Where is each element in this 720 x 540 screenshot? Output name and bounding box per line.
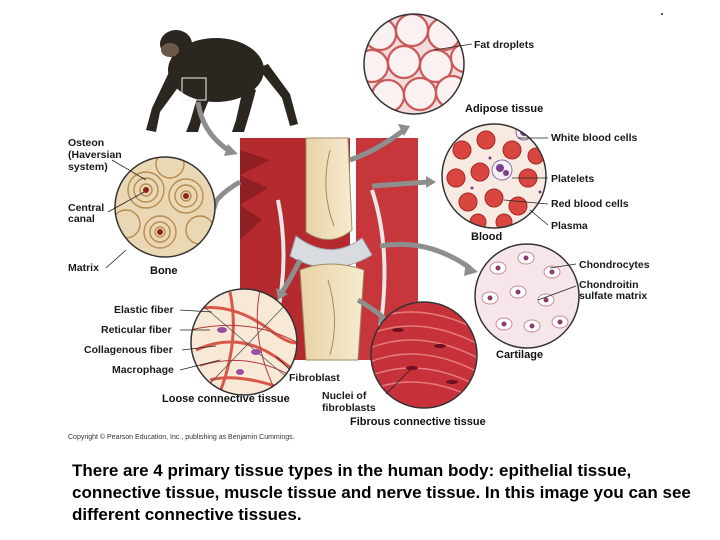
diagram-labels: Fat droplets Adipose tissue White blood … [68, 39, 650, 441]
label-plasma: Plasma [551, 220, 588, 232]
label-haversian: (Haversian [68, 149, 122, 161]
label-chondroitin: Chondroitin [579, 279, 638, 291]
label-system: system) [68, 161, 108, 173]
label-white-blood-cells: White blood cells [551, 132, 637, 144]
label-platelets: Platelets [551, 173, 594, 185]
label-chondrocytes: Chondrocytes [579, 259, 650, 271]
label-canal: canal [68, 213, 95, 225]
cartilage-micrograph [474, 243, 580, 349]
leader-lines [105, 43, 577, 395]
label-sulfate-matrix: sulfate matrix [579, 290, 647, 302]
label-macrophage: Macrophage [112, 364, 174, 376]
label-reticular-fiber: Reticular fiber [101, 324, 172, 336]
blood-micrograph [441, 123, 547, 229]
label-fibrous-connective-tissue: Fibrous connective tissue [350, 416, 486, 428]
label-adipose-tissue: Adipose tissue [465, 103, 543, 115]
label-central: Central [68, 202, 104, 214]
bone-micrograph [114, 156, 216, 258]
label-nuclei-of: Nuclei of [322, 390, 367, 402]
label-osteon: Osteon [68, 137, 104, 149]
label-matrix: Matrix [68, 262, 99, 274]
label-elastic-fiber: Elastic fiber [114, 304, 174, 316]
label-fibroblasts: fibroblasts [322, 402, 376, 414]
loose-connective-tissue-micrograph [190, 288, 298, 396]
label-bone: Bone [150, 265, 178, 277]
copyright-notice: Copyright © Pearson Education, Inc., pub… [68, 433, 295, 441]
label-loose-connective-tissue: Loose connective tissue [162, 393, 290, 405]
label-fat-droplets: Fat droplets [474, 39, 534, 51]
label-collagenous-fiber: Collagenous fiber [84, 344, 173, 356]
label-red-blood-cells: Red blood cells [551, 198, 629, 210]
pointer-arrows [195, 101, 472, 320]
label-blood: Blood [471, 231, 502, 243]
caption-text: There are 4 primary tissue types in the … [72, 461, 691, 524]
label-cartilage: Cartilage [496, 349, 543, 361]
fibrous-connective-tissue-micrograph [370, 301, 478, 409]
label-fibroblast: Fibroblast [289, 372, 340, 384]
connective-tissue-diagram: Fat droplets Adipose tissue White blood … [68, 13, 663, 441]
adipose-tissue-micrograph [363, 13, 465, 115]
chimpanzee-illustration [146, 30, 298, 132]
